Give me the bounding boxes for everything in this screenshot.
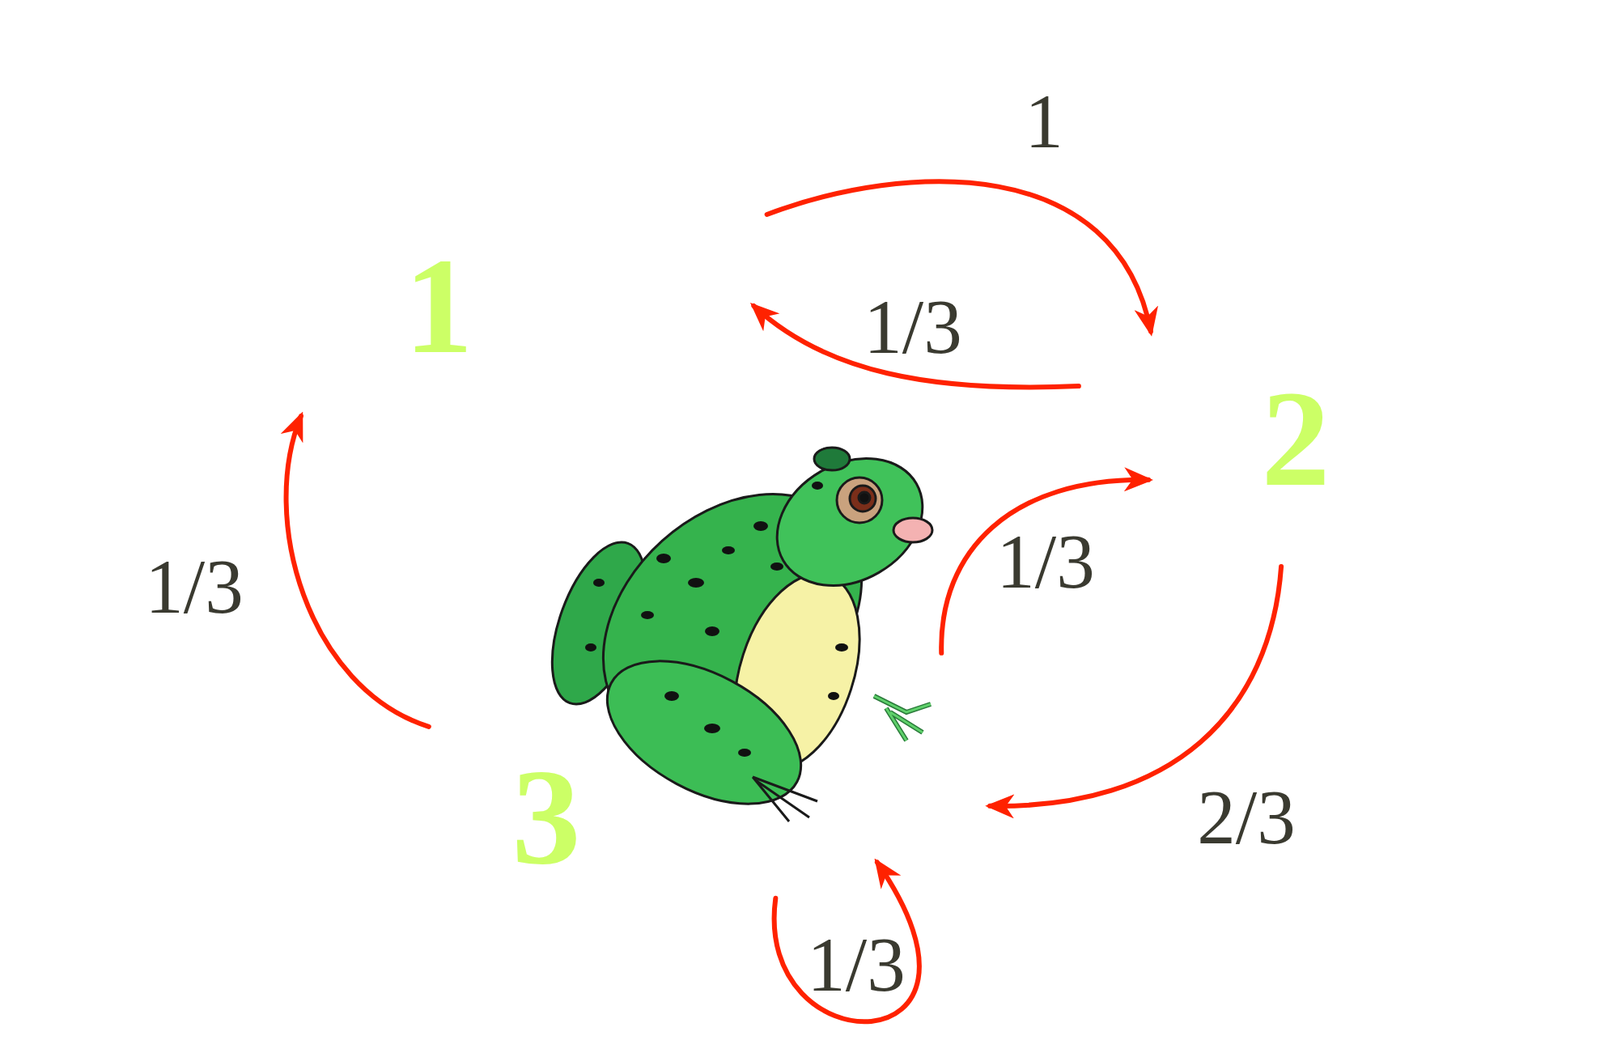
transition-arrow (989, 566, 1282, 807)
frog-spot (721, 546, 735, 555)
transition-arrow (774, 862, 920, 1023)
frog (533, 432, 946, 833)
frog-bump (814, 447, 850, 471)
lily-pad: 2 (1013, 258, 1488, 672)
frog-spot (656, 553, 671, 564)
frog-hind-leg (583, 631, 824, 833)
lily-pad-outline (212, 77, 877, 525)
pad-number: 3 (512, 747, 582, 886)
probability-label: 1 (1024, 83, 1064, 161)
lily-pad-outline (940, 177, 1560, 753)
frog-iris (849, 485, 876, 512)
frog-eye (836, 477, 883, 523)
frog-mouth (893, 517, 933, 543)
frog-front-foot (874, 696, 931, 741)
frog-spots (585, 481, 849, 757)
frog-spot (664, 691, 680, 701)
frog-spot (811, 481, 824, 490)
probability-label: 1/3 (144, 548, 243, 626)
lily-pad: 3 (386, 598, 1043, 931)
pad-number: 1 (404, 237, 474, 375)
frog-spot (593, 578, 605, 587)
lily-pad-shape (386, 598, 1043, 931)
lily-pad-shape (245, 127, 845, 475)
probability-label: 1/3 (996, 523, 1095, 601)
frog-spot (640, 611, 654, 620)
frog-spot (770, 562, 784, 571)
pond-outline (36, 16, 1596, 1057)
probability-label: 1/3 (863, 288, 962, 366)
pad-number: 2 (1261, 369, 1331, 508)
frog-pupil (858, 492, 871, 504)
frog-spot (704, 723, 721, 734)
frog-head (754, 432, 947, 612)
transition-arrow (941, 479, 1149, 654)
frog-front-foot-fill (874, 696, 931, 741)
transition-arrow (286, 415, 429, 727)
probability-label: 1/3 (806, 926, 905, 1004)
frog-spot (835, 643, 849, 652)
frog-spot (753, 521, 769, 531)
frog-spot (704, 626, 720, 637)
lily-pad-outline (381, 582, 1048, 948)
frog-spot (827, 691, 840, 701)
lily-pad: 1 (245, 127, 845, 475)
frog-spot (687, 577, 705, 588)
probability-label: 2/3 (1196, 779, 1295, 857)
lily-pad-shape (1013, 258, 1488, 672)
frog-spot (738, 748, 752, 757)
frog-spot (585, 643, 597, 652)
frog-hind-foot (752, 776, 818, 822)
